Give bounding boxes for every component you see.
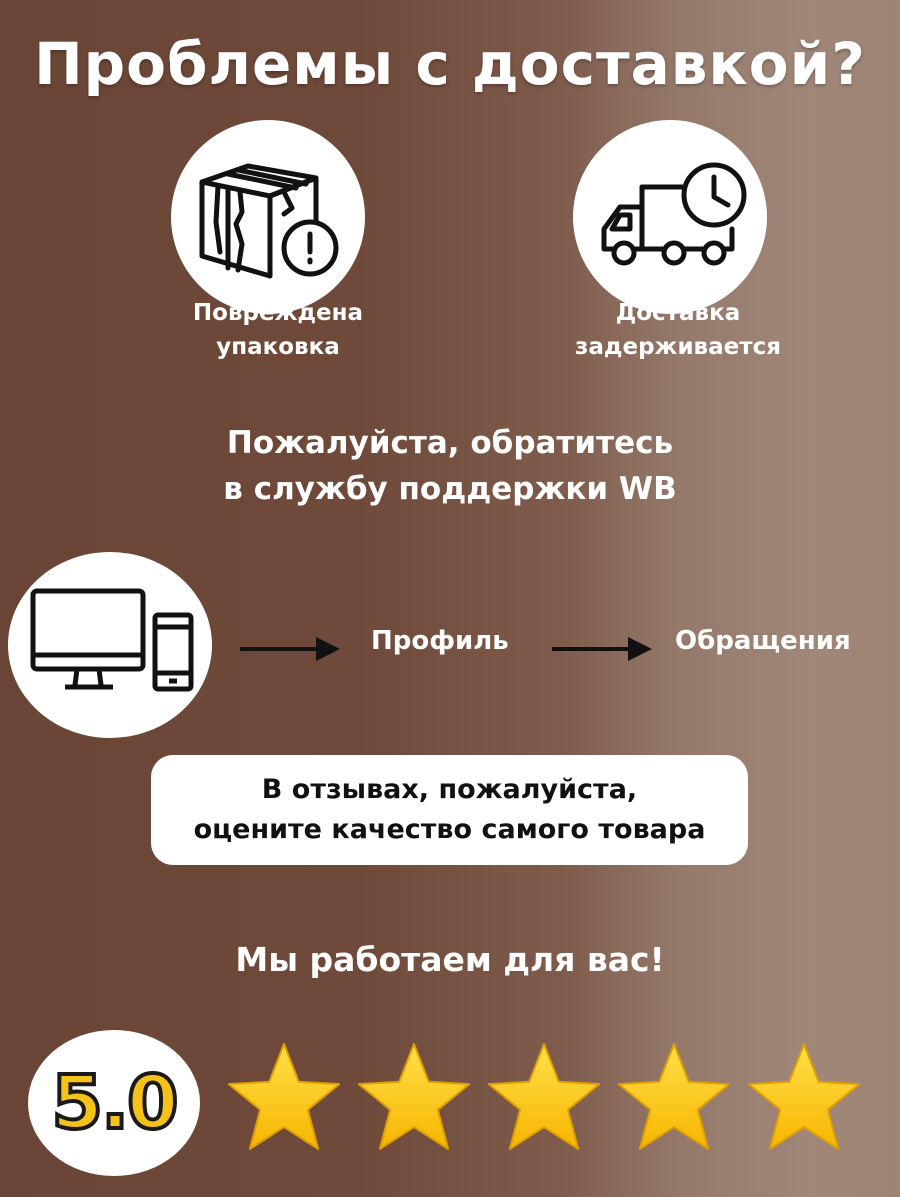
delivery-truck-clock-icon [601, 162, 747, 266]
profile-step: Профиль [371, 626, 509, 656]
devices-badge [8, 552, 212, 738]
star-icon [747, 1043, 861, 1150]
star-icon [617, 1043, 731, 1150]
requests-step: Обращения [675, 626, 851, 656]
support-message: Пожалуйста, обратитесь в службу поддержк… [223, 425, 677, 507]
star-icon [357, 1043, 471, 1150]
rating-badge: 5.0 [28, 1030, 200, 1176]
rating-value: 5.0 [49, 1058, 180, 1148]
footer-message: Мы работаем для вас! [235, 940, 665, 979]
damaged-box-badge [171, 120, 365, 314]
arrow-right-icon [240, 637, 340, 661]
damaged-box-icon [199, 163, 339, 279]
review-request-box: В отзывах, пожалуйста, оцените качество … [151, 755, 748, 865]
damaged-package-label: Повреждена упаковка [192, 300, 364, 360]
delayed-delivery-badge [573, 120, 767, 314]
rating-stars [224, 1040, 874, 1160]
page-title: Проблемы с доставкой? [34, 30, 866, 98]
star-icon [487, 1043, 601, 1150]
computer-phone-icon [30, 588, 194, 692]
delivery-delayed-label: Доставка задерживается [575, 300, 781, 360]
arrow-right-icon [552, 637, 652, 661]
star-icon [227, 1043, 341, 1150]
